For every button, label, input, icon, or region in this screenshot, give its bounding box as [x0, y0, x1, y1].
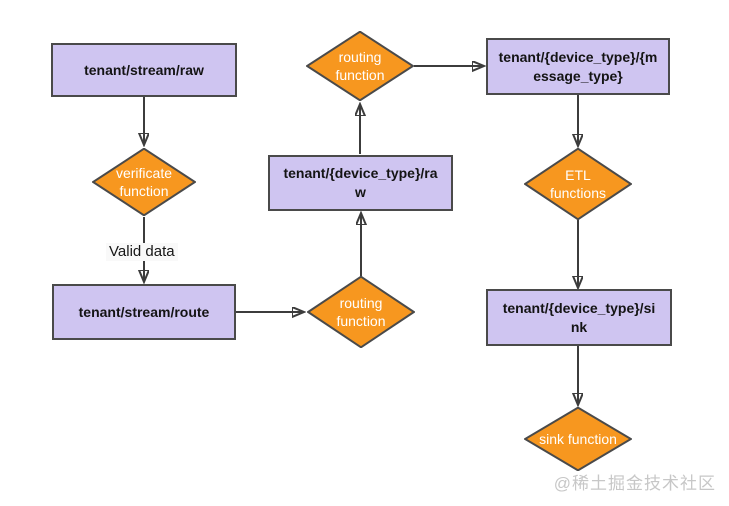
node-label: verificate function	[115, 164, 173, 199]
diamond-icon	[92, 148, 196, 216]
node-label: essage_type}	[533, 67, 623, 84]
node-label: tenant/{device_type}/{m	[498, 48, 658, 65]
process-tenant-device-type-message-type: tenant/{device_type}/{m essage_type}	[486, 38, 670, 95]
node-label: tenant/{device_type}/si	[502, 299, 656, 316]
process-tenant-stream-raw: tenant/stream/raw	[51, 43, 237, 97]
node-label: tenant/stream/raw	[84, 61, 204, 78]
decision-etl-functions: ETL functions	[524, 148, 632, 220]
diamond-icon	[524, 407, 632, 471]
process-tenant-stream-route: tenant/stream/route	[52, 284, 236, 340]
decision-routing-function-lower: routing function	[307, 276, 415, 348]
node-label: nk	[570, 318, 588, 335]
diamond-icon	[524, 148, 632, 220]
node-label: routing function	[336, 294, 386, 329]
node-label: w	[355, 184, 366, 200]
node-label: ETL functions	[549, 166, 607, 201]
watermark: @稀土掘金技术社区	[553, 474, 716, 493]
edge-label-valid-data: Valid data	[106, 243, 178, 261]
process-tenant-device-type-sink: tenant/{device_type}/si nk	[486, 289, 672, 346]
node-label: tenant/stream/route	[78, 303, 210, 320]
decision-routing-function-upper: routing function	[306, 31, 414, 101]
node-label: routing function	[335, 48, 385, 83]
process-tenant-device-type-raw: tenant/{device_type}/ra w	[268, 155, 453, 211]
decision-sink-function: sink function	[524, 407, 632, 471]
diamond-icon	[306, 31, 414, 101]
node-label: sink function	[539, 430, 617, 447]
diamond-icon	[307, 276, 415, 348]
node-label: tenant/{device_type}/ra	[283, 165, 438, 182]
decision-verificate-function: verificate function	[92, 148, 196, 216]
